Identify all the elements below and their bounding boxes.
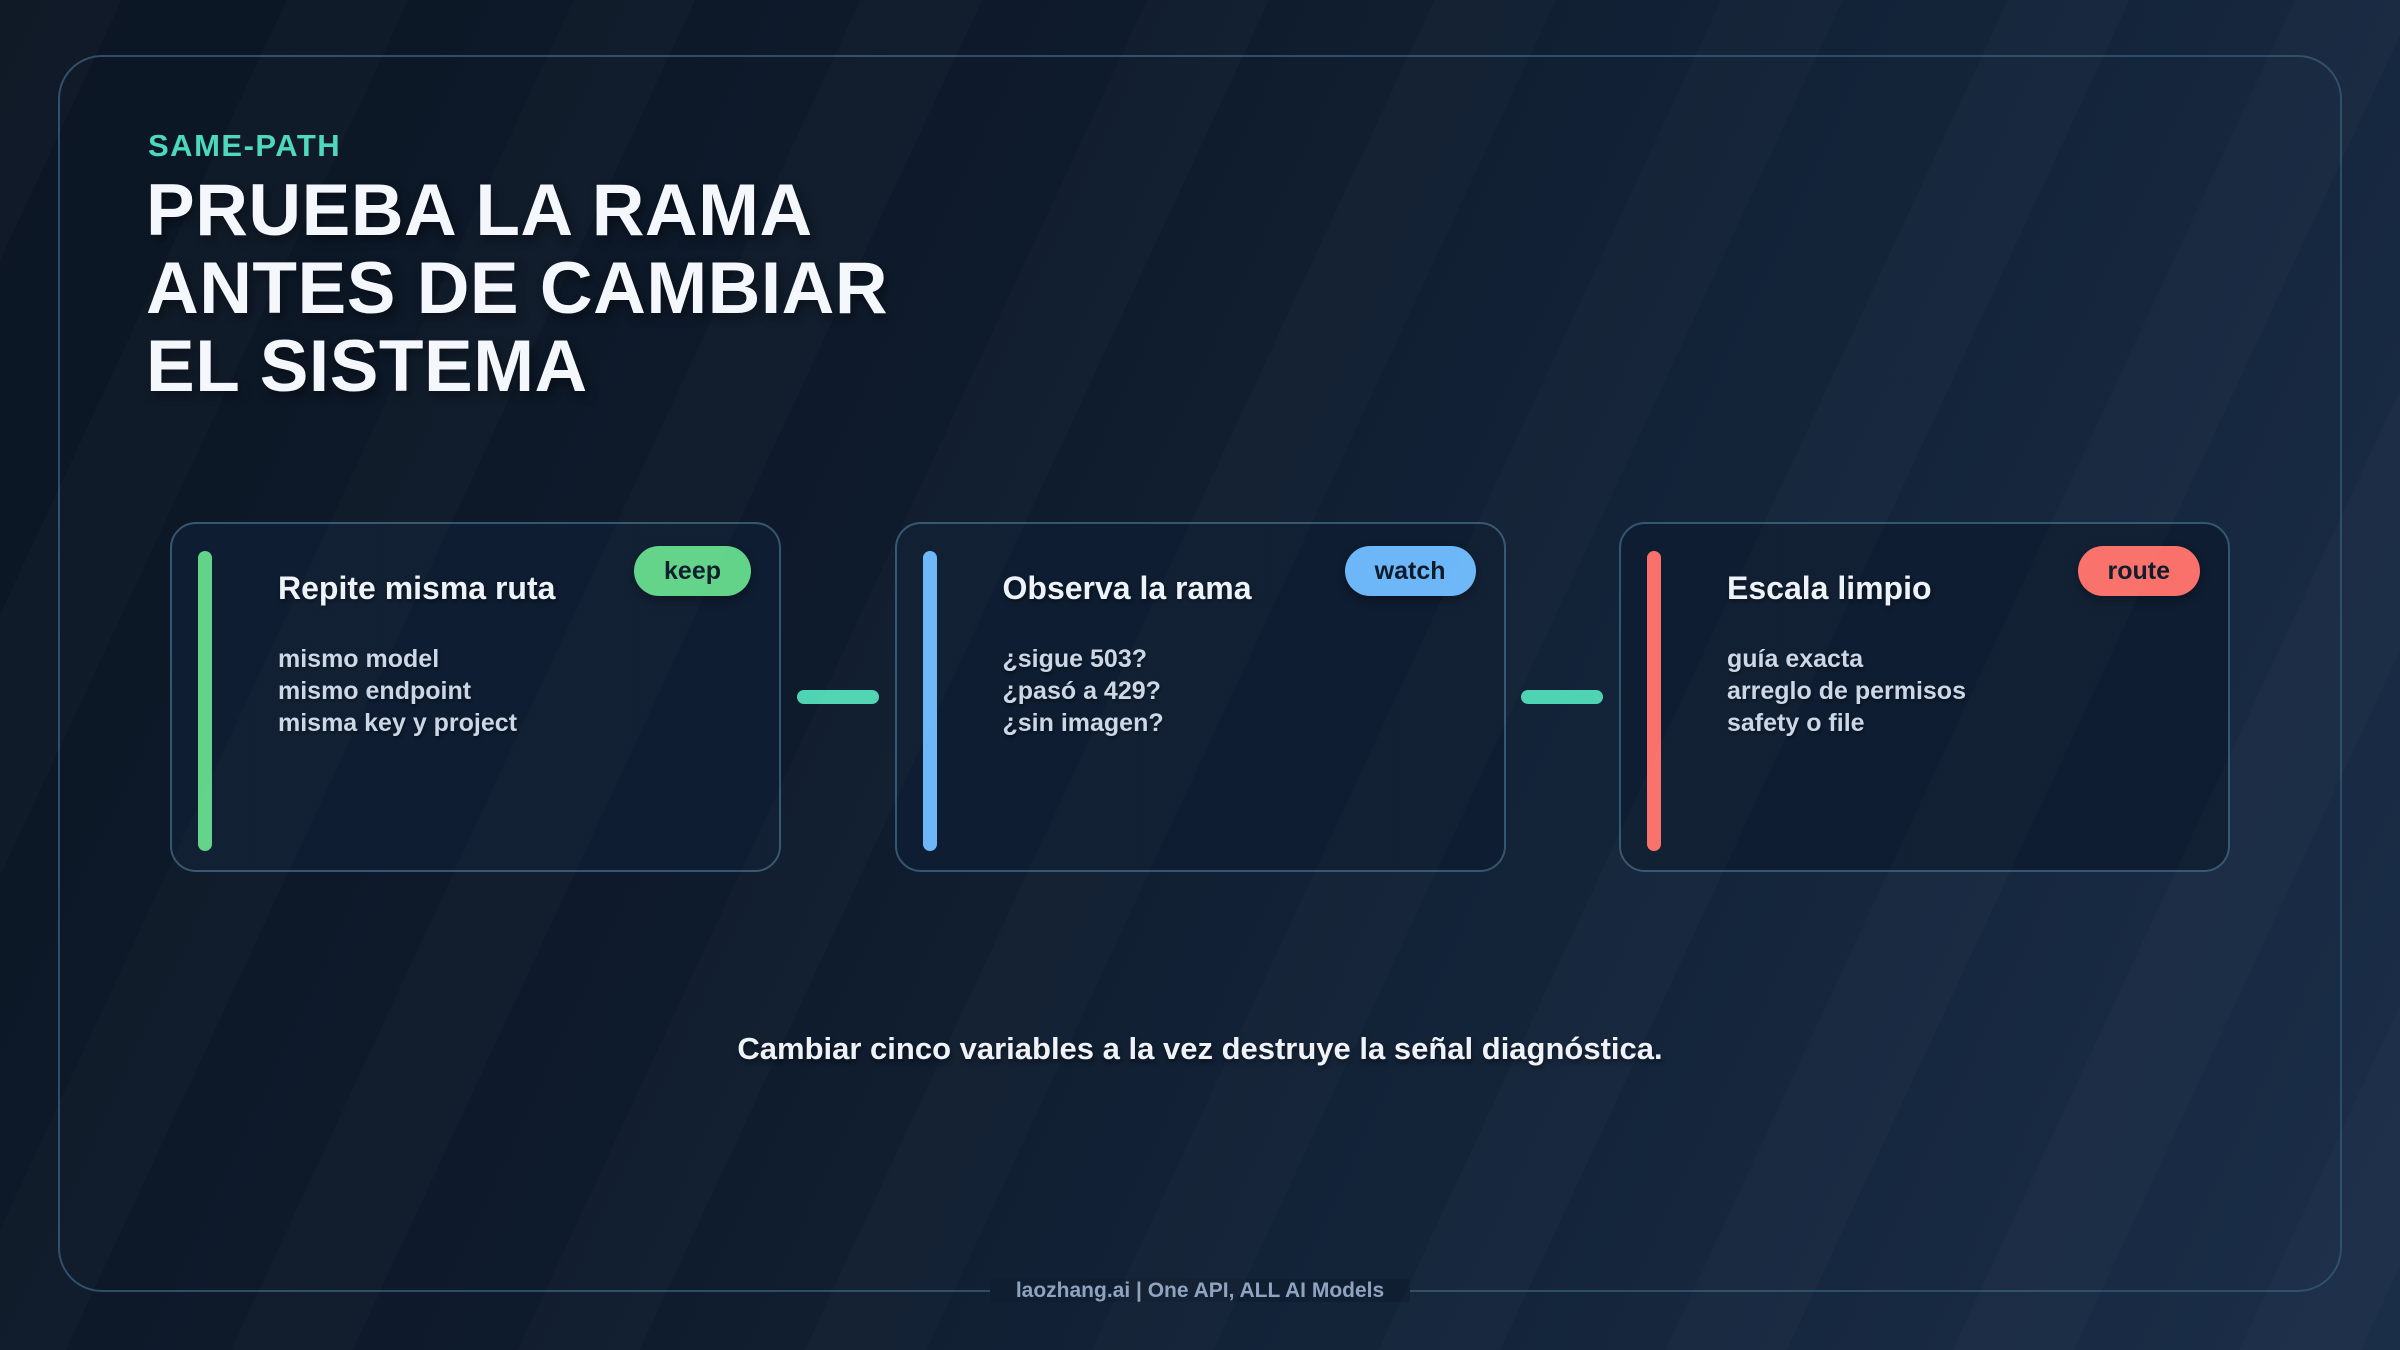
accent-bar — [922, 551, 937, 851]
page-title-line-1: PRUEBA LA RAMA — [146, 170, 813, 251]
card-item: ¿sigue 503? — [1002, 645, 1148, 673]
keep-badge: keep — [634, 546, 751, 596]
card-keep: keep Repite misma ruta mismo model mismo… — [170, 522, 781, 872]
card-item: misma key y project — [278, 709, 518, 737]
card-item: arreglo de permisos — [1727, 677, 1966, 705]
card-item: mismo endpoint — [278, 677, 472, 705]
page-title-line-2: ANTES DE CAMBIAR — [146, 248, 889, 329]
card-item: mismo model — [278, 645, 440, 673]
connector-line — [1521, 690, 1604, 704]
eyebrow-label: SAME-PATH — [148, 128, 342, 163]
connector — [781, 522, 895, 872]
accent-bar — [198, 551, 212, 851]
page-title: PRUEBA LA RAMA ANTES DE CAMBIAR EL SISTE… — [146, 172, 888, 406]
card-watch: watch Observa la rama ¿sigue 503? ¿pasó … — [894, 522, 1506, 872]
footer-text: laozhang.ai | One API, ALL AI Models — [989, 1279, 1411, 1302]
card-route: route Escala limpio guía exacta arreglo … — [1619, 522, 2230, 872]
connector — [1506, 522, 1620, 872]
card-item: ¿pasó a 429? — [1002, 677, 1161, 705]
watch-badge: watch — [1344, 546, 1476, 596]
route-badge: route — [2077, 546, 2200, 596]
page-title-line-3: EL SISTEMA — [146, 326, 588, 407]
key-message: Cambiar cinco variables a la vez destruy… — [737, 1031, 1663, 1066]
connector-line — [796, 690, 879, 704]
card-title: Repite misma ruta — [278, 570, 556, 606]
card-item: safety o file — [1727, 709, 1865, 737]
accent-bar — [1647, 551, 1661, 851]
card-title: Observa la rama — [1002, 570, 1252, 606]
card-title: Escala limpio — [1727, 570, 1932, 606]
card-item: ¿sin imagen? — [1002, 709, 1164, 737]
card-item: guía exacta — [1727, 645, 1864, 673]
cards-row: keep Repite misma ruta mismo model mismo… — [170, 522, 2230, 872]
footer: laozhang.ai | One API, ALL AI Models — [0, 1272, 2400, 1310]
